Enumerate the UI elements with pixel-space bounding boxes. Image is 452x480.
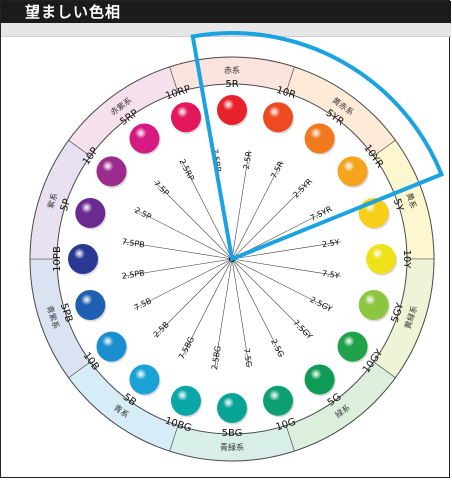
- hue-group-label: 青緑系: [220, 442, 244, 452]
- hue-spoke-label: 2.5BG: [210, 345, 223, 370]
- hue-spoke-line: [123, 241, 233, 260]
- title-underbar: [1, 23, 451, 37]
- hue-ball: [217, 95, 247, 125]
- hue-ball: [304, 364, 335, 395]
- hue-spoke-line: [181, 258, 233, 358]
- hue-spoke-line: [154, 258, 233, 337]
- hue-label: 5P: [59, 197, 73, 212]
- hue-ball: [217, 393, 247, 423]
- hue-ball: [263, 102, 294, 133]
- hue-group-label: 黄系: [405, 191, 419, 209]
- hue-spoke-line: [133, 208, 233, 260]
- hue-ball: [75, 290, 106, 321]
- hue-label: 10PB: [52, 246, 63, 272]
- hue-label: 5Y: [391, 197, 406, 213]
- hue-spoke-line: [231, 241, 341, 260]
- hue-spoke-line: [231, 258, 250, 368]
- hue-spoke-label: 7.5PB: [121, 237, 145, 249]
- wheel-outer-border: [29, 56, 435, 462]
- hue-label: 5BG: [222, 428, 243, 439]
- hue-ball: [129, 123, 160, 154]
- hue-label: 10Y: [401, 250, 412, 270]
- hue-ball: [366, 244, 396, 274]
- preferred-hue-highlight: [190, 31, 445, 262]
- hue-ball: [96, 331, 127, 362]
- hue-ball: [358, 290, 389, 321]
- hue-ball: [96, 156, 127, 187]
- hue-group-label: 紫系: [45, 191, 59, 209]
- hue-spoke-label: 2.5Y: [321, 238, 340, 250]
- hue-spoke-line: [123, 258, 233, 277]
- hue-ball: [337, 156, 368, 187]
- hue-ball: [75, 197, 106, 228]
- hue-spoke-label: 7.5G: [242, 348, 254, 368]
- hue-spoke-line: [231, 181, 310, 260]
- hue-spoke-label: 7.5Y: [321, 269, 340, 281]
- hue-ball: [263, 385, 294, 416]
- hue-ball: [170, 102, 201, 133]
- wheel-inner-border: [56, 83, 408, 435]
- hue-spoke-line: [231, 258, 341, 277]
- hue-ball: [337, 331, 368, 362]
- hue-spoke-label: 2.5PB: [121, 268, 145, 280]
- hue-spoke-line: [181, 160, 233, 260]
- hue-spoke-line: [231, 150, 250, 260]
- hue-group-label: 赤系: [224, 65, 240, 75]
- title-bar: 望ましい色相: [1, 1, 451, 23]
- hue-spoke-label: 2.5R: [242, 150, 254, 170]
- hue-spoke-line: [231, 258, 283, 358]
- hue-spoke-line: [231, 160, 283, 260]
- hue-spoke-line: [154, 181, 233, 260]
- hue-ball: [68, 244, 98, 274]
- page-title: 望ましい色相: [25, 3, 122, 21]
- hue-ball: [304, 123, 335, 154]
- hue-ball: [170, 385, 201, 416]
- hue-spoke-line: [133, 258, 233, 310]
- hue-spoke-line: [214, 258, 233, 368]
- hue-ball: [129, 364, 160, 395]
- hue-spoke-line: [231, 258, 331, 310]
- hue-spoke-line: [231, 258, 310, 337]
- hue-label: 5R: [225, 79, 238, 90]
